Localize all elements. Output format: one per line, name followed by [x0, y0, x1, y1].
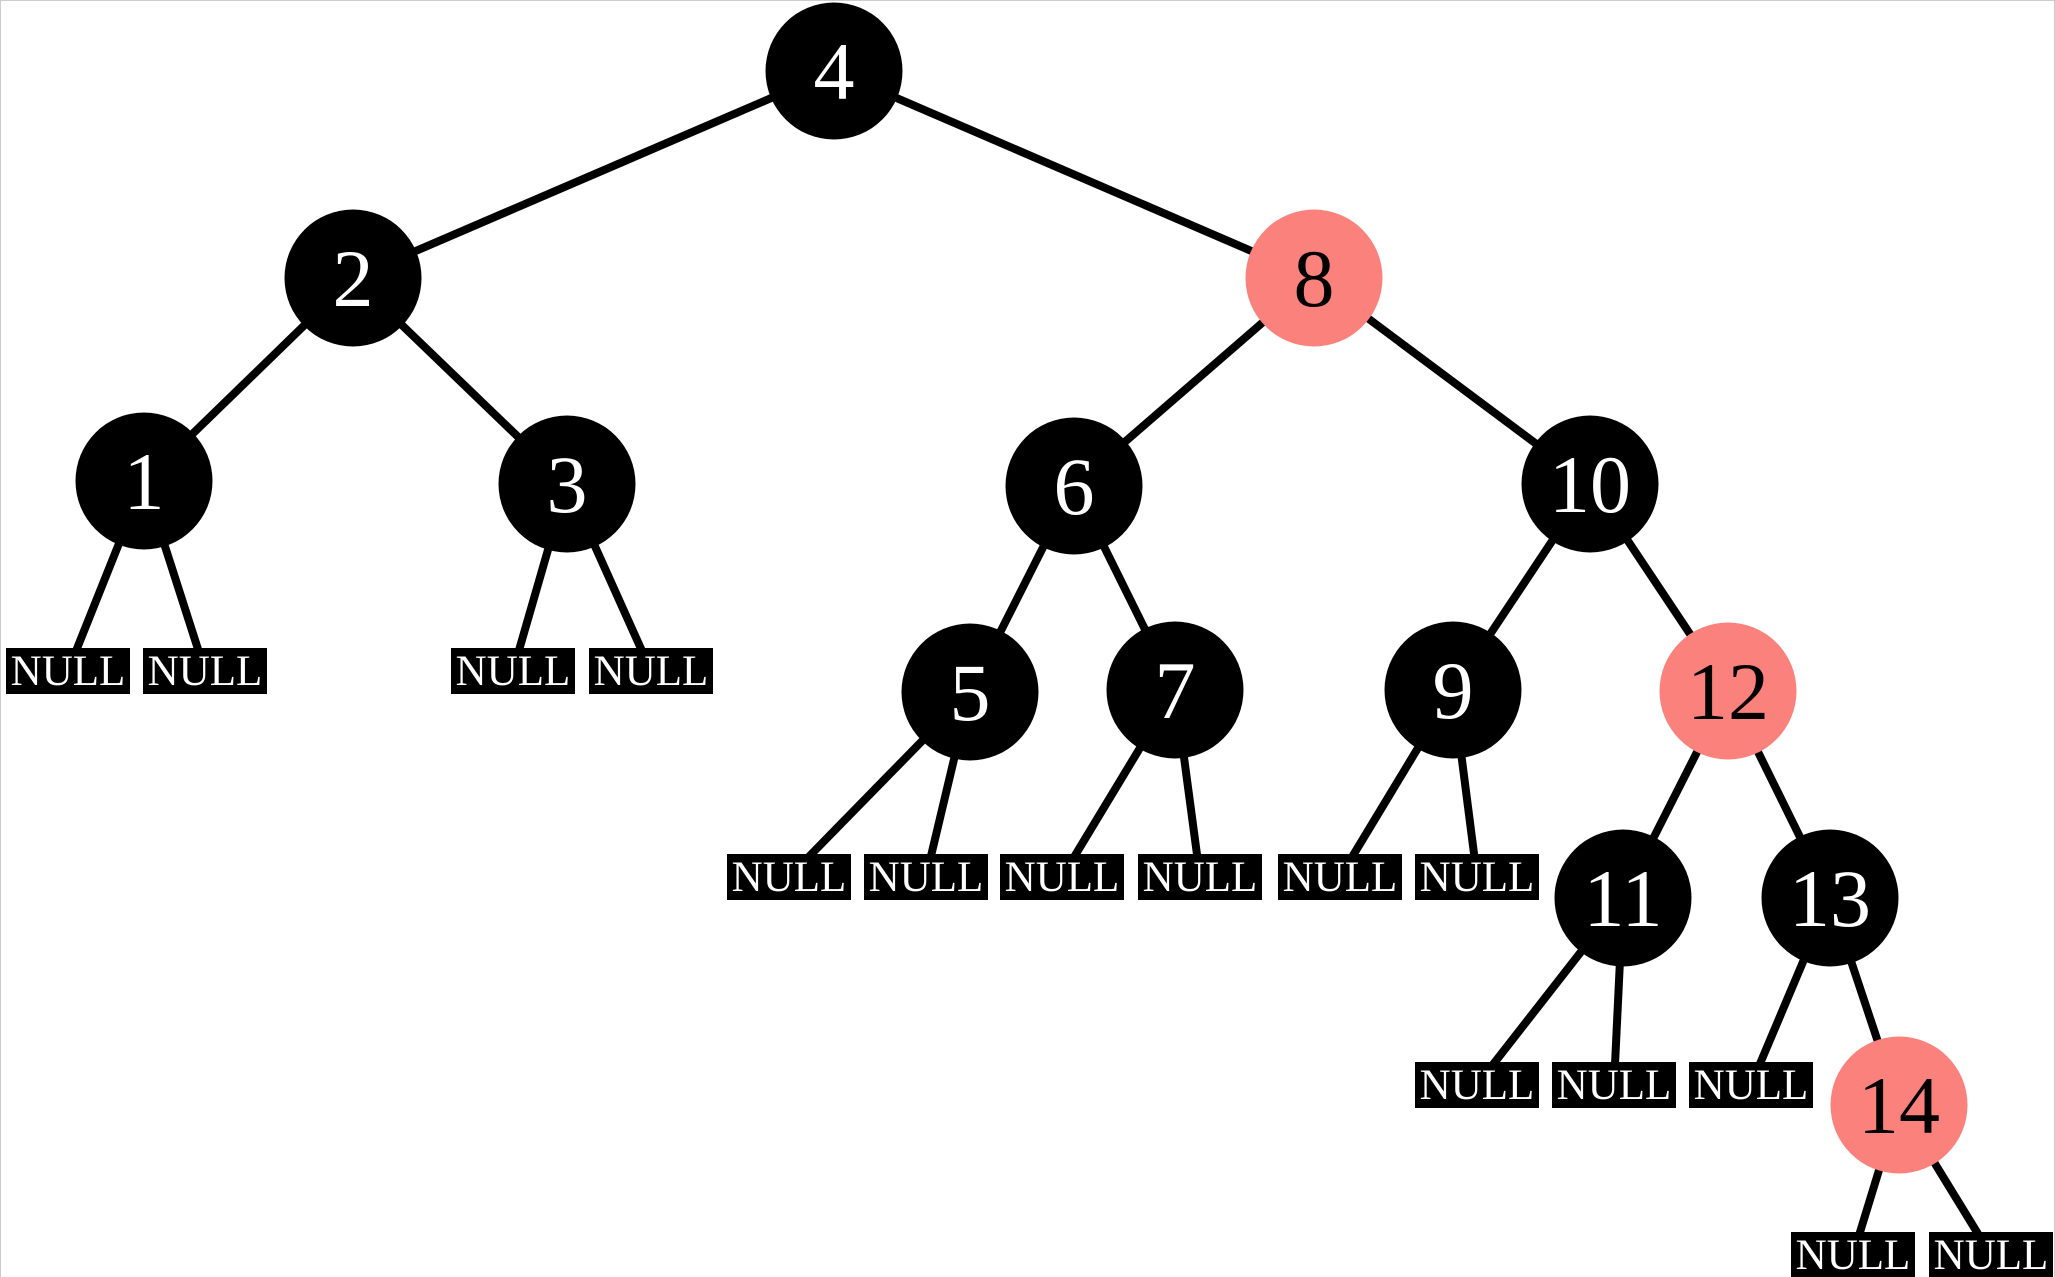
null-label: NULL: [1420, 854, 1535, 901]
null-leaf-1R: NULL: [143, 648, 267, 695]
tree-node-13: 13: [1761, 829, 1899, 967]
black-node-circle: [75, 412, 213, 550]
null-leaf-14R: NULL: [1929, 1232, 2053, 1277]
null-leaf-7R: NULL: [1138, 854, 1262, 901]
null-leaf-11L: NULL: [1415, 1062, 1539, 1109]
black-node-circle: [1554, 829, 1692, 967]
tree-node-14: 14: [1830, 1036, 1968, 1174]
tree-node-6: 6: [1005, 417, 1143, 555]
null-label: NULL: [1420, 1062, 1535, 1109]
null-box: [1415, 854, 1539, 900]
null-label: NULL: [148, 648, 263, 695]
null-label: NULL: [1557, 1062, 1672, 1109]
red-node-circle: [1659, 622, 1797, 760]
null-leaf-7L: NULL: [1000, 854, 1124, 901]
null-leaf-9L: NULL: [1278, 854, 1402, 901]
tree-node-8: 8: [1245, 209, 1383, 347]
null-box: [1929, 1232, 2053, 1277]
null-box: [1000, 854, 1124, 900]
null-box: [451, 648, 575, 694]
null-label: NULL: [1143, 854, 1258, 901]
null-label: NULL: [1283, 854, 1398, 901]
node-label: 9: [1433, 645, 1474, 736]
black-node-circle: [1761, 829, 1899, 967]
null-leaf-3L: NULL: [451, 648, 575, 695]
tree-node-3: 3: [498, 415, 636, 553]
red-node-circle: [1830, 1036, 1968, 1174]
tree-node-9: 9: [1384, 621, 1522, 759]
null-leaf-13L: NULL: [1689, 1062, 1813, 1109]
null-leaf-9R: NULL: [1415, 854, 1539, 901]
node-label: 7: [1155, 645, 1196, 736]
null-label: NULL: [456, 648, 571, 695]
null-leaf-5L: NULL: [727, 854, 851, 901]
tree-node-5: 5: [901, 623, 1039, 761]
null-box: [1138, 854, 1262, 900]
node-label: 2: [333, 233, 374, 324]
null-label: NULL: [1694, 1062, 1809, 1109]
black-node-circle: [901, 623, 1039, 761]
null-label: NULL: [732, 854, 847, 901]
black-node-circle: [1005, 417, 1143, 555]
null-leaf-3R: NULL: [589, 648, 713, 695]
null-box: [1791, 1232, 1915, 1277]
null-box: [143, 648, 267, 694]
black-node-circle: [1106, 621, 1244, 759]
node-label: 10: [1549, 439, 1631, 530]
null-box: [1552, 1062, 1676, 1108]
null-box: [589, 648, 713, 694]
node-label: 6: [1054, 441, 1095, 532]
null-leaf-5R: NULL: [864, 854, 988, 901]
null-box: [1689, 1062, 1813, 1108]
node-label: 3: [547, 439, 588, 530]
null-label: NULL: [869, 854, 984, 901]
black-node-circle: [498, 415, 636, 553]
tree-node-1: 1: [75, 412, 213, 550]
tree-node-2: 2: [284, 209, 422, 347]
null-label: NULL: [11, 648, 126, 695]
tree-node-10: 10: [1521, 415, 1659, 553]
null-label: NULL: [1796, 1232, 1911, 1277]
red-node-circle: [1245, 209, 1383, 347]
tree-node-11: 11: [1554, 829, 1692, 967]
tree-node-7: 7: [1106, 621, 1244, 759]
null-box: [727, 854, 851, 900]
node-label: 4: [814, 26, 855, 117]
black-node-circle: [284, 209, 422, 347]
node-label: 14: [1858, 1060, 1940, 1151]
null-box: [6, 648, 130, 694]
black-node-circle: [765, 2, 903, 140]
tree-node-12: 12: [1659, 622, 1797, 760]
node-label: 12: [1687, 646, 1769, 737]
edge-4-2: [351, 67, 836, 282]
node-label: 13: [1789, 853, 1871, 944]
edge-4-8: [832, 67, 1316, 282]
null-box: [1415, 1062, 1539, 1108]
null-leaf-11R: NULL: [1552, 1062, 1676, 1109]
null-leaf-1L: NULL: [6, 648, 130, 695]
null-label: NULL: [594, 648, 709, 695]
black-node-circle: [1521, 415, 1659, 553]
node-label: 8: [1294, 233, 1335, 324]
node-label: 5: [950, 647, 991, 738]
black-node-circle: [1384, 621, 1522, 759]
null-label: NULL: [1934, 1232, 2049, 1277]
node-label: 1: [124, 436, 165, 527]
tree-node-4: 4: [765, 2, 903, 140]
null-box: [1278, 854, 1402, 900]
null-leaf-14L: NULL: [1791, 1232, 1915, 1277]
null-box: [864, 854, 988, 900]
null-label: NULL: [1005, 854, 1120, 901]
node-label: 11: [1584, 853, 1663, 944]
